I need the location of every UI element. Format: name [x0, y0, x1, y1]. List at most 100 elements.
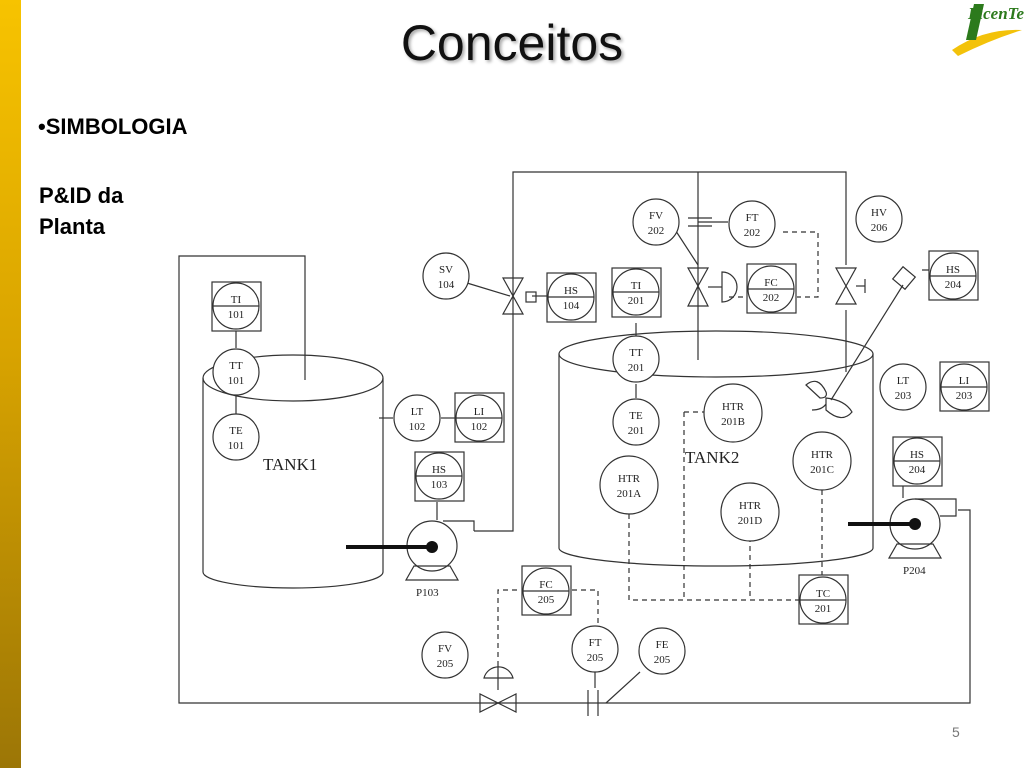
instrument-hs204-top [928, 250, 979, 301]
fv205-tag: FV [438, 643, 452, 655]
instrument-tt101 [212, 348, 260, 396]
instrument-ft202 [728, 200, 776, 248]
lt203-tag: LT [897, 375, 910, 387]
tank1-top [202, 354, 384, 402]
instrument-ti101 [211, 281, 262, 332]
side-accent-bar [0, 0, 21, 768]
ti201-num: 201 [628, 295, 645, 307]
slide-title: Conceitos [400, 15, 624, 71]
tt201-num: 201 [628, 362, 645, 374]
tank1-label: TANK1 [263, 455, 317, 474]
instrument-fc202 [746, 263, 797, 314]
te101-num: 101 [228, 440, 245, 452]
te101-tag: TE [229, 425, 243, 437]
fc205-tag: FC [539, 579, 552, 591]
instrument-sv104 [422, 252, 470, 300]
tc201-tag: TC [816, 588, 830, 600]
valve-hv206-symbol [834, 267, 858, 305]
tank2-label: TANK2 [685, 448, 739, 467]
instrument-lt102 [393, 394, 441, 442]
pump-p204-symbol [887, 498, 957, 559]
instrument-tt201 [612, 335, 660, 383]
instrument-li102 [454, 392, 505, 443]
instrument-ft205 [571, 625, 619, 673]
instrument-te201 [612, 398, 660, 446]
instrument-te101 [212, 413, 260, 461]
ft202-tag: FT [746, 212, 759, 224]
fv202-num: 202 [648, 225, 665, 237]
hs204b-tag: HS [910, 449, 924, 461]
fv205-num: 205 [437, 658, 454, 670]
instrument-htr201d [720, 482, 780, 542]
bullet-simbologia: •SIMBOLOGIA [38, 114, 188, 139]
logo-text: LicenTec [968, 4, 1024, 23]
fe205-num: 205 [654, 654, 671, 666]
instrument-li203 [939, 361, 990, 412]
pipe-p103-discharge [474, 171, 847, 532]
fe205-tag: FE [656, 639, 669, 651]
ti101-tag: TI [231, 294, 242, 306]
valve-fv202-actuator [721, 271, 738, 303]
te201-tag: TE [629, 410, 643, 422]
subtitle-pid: P&ID da Planta [39, 183, 124, 239]
pump-p204-label: P204 [903, 565, 926, 577]
fv202-tag: FV [649, 210, 663, 222]
hv206-num: 206 [871, 222, 888, 234]
htr201c-num: 201C [810, 464, 834, 476]
ti101-num: 101 [228, 309, 245, 321]
te201-num: 201 [628, 425, 645, 437]
hv206-tag: HV [871, 207, 887, 219]
hs204a-num: 204 [945, 279, 962, 291]
li102-tag: LI [474, 406, 485, 418]
li102-num: 102 [471, 421, 488, 433]
valve-fv205-symbol [479, 693, 517, 713]
agitator-tank2 [805, 380, 853, 419]
tt101-num: 101 [228, 375, 245, 387]
instrument-htr201c [792, 431, 852, 491]
instrument-hs103 [414, 451, 465, 502]
lt102-num: 102 [409, 421, 426, 433]
instrument-fv205 [421, 631, 469, 679]
li203-tag: LI [959, 375, 970, 387]
fc202-tag: FC [764, 277, 777, 289]
htr201a-num: 201A [617, 488, 642, 500]
htr201d-tag: HTR [739, 500, 762, 512]
htr201d-num: 201D [738, 515, 763, 527]
valve-fv205-actuator [483, 666, 514, 679]
pump-p103-symbol [404, 520, 475, 581]
htr201c-tag: HTR [811, 449, 834, 461]
lt203-num: 203 [895, 390, 912, 402]
ft205-tag: FT [589, 637, 602, 649]
instrument-hs104 [546, 272, 597, 323]
tank1-body [202, 378, 384, 589]
instrument-htr201b [703, 383, 763, 443]
sv104-tag: SV [439, 264, 453, 276]
instrument-fc205 [521, 565, 572, 616]
instrument-fe205 [638, 627, 686, 675]
htr201b-tag: HTR [722, 401, 745, 413]
hs204b-num: 204 [909, 464, 926, 476]
instrument-ti201 [611, 267, 662, 318]
tt201-tag: TT [629, 347, 643, 359]
valve-sv104-symbol [501, 277, 525, 315]
li203-num: 203 [956, 390, 973, 402]
page-number: 5 [952, 724, 960, 740]
fc202-num: 202 [763, 292, 780, 304]
hs104-num: 104 [563, 300, 580, 312]
tank2-top [558, 330, 874, 378]
ft205-num: 205 [587, 652, 604, 664]
hs103-num: 103 [431, 479, 448, 491]
hs104-tag: HS [564, 285, 578, 297]
instrument-hs204-right [892, 436, 943, 487]
hs103-tag: HS [432, 464, 446, 476]
instrument-lt203 [879, 363, 927, 411]
instrument-labels: TI 101 TT 101 TE 101 LT 102 LI 102 HS 10… [228, 207, 973, 670]
instrument-htr201a [599, 455, 659, 515]
instrument-hv206 [855, 195, 903, 243]
htr201b-num: 201B [721, 416, 745, 428]
ti201-tag: TI [631, 280, 642, 292]
sv104-num: 104 [438, 279, 455, 291]
tt101-tag: TT [229, 360, 243, 372]
licentec-logo [952, 4, 1022, 56]
